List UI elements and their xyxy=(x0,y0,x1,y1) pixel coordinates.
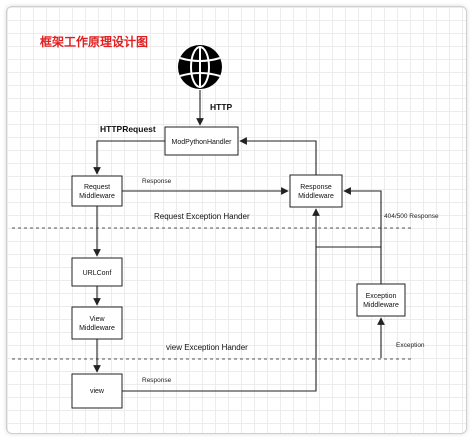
view-mw-line1: View xyxy=(89,316,105,323)
grid-background xyxy=(6,6,467,434)
exception-middleware-node: Exception Middleware xyxy=(356,283,406,317)
request-mw-line2: Middleware xyxy=(79,193,115,200)
exception-mw-line1: Exception xyxy=(366,293,397,300)
view-middleware-node: View Middleware xyxy=(71,306,123,340)
exception-to-response-arrow xyxy=(343,187,382,247)
mod-python-handler-node: ModPythonHandler xyxy=(164,126,239,156)
view-to-response-arrow xyxy=(122,208,320,392)
response-label-bottom: Response xyxy=(142,377,172,384)
exception-mw-line2: Middleware xyxy=(363,302,399,309)
http-label: HTTP xyxy=(210,102,233,112)
status-label: 404/500 Response xyxy=(384,213,439,220)
httprequest-label: HTTPRequest xyxy=(100,124,156,134)
exception-to-response-line xyxy=(316,246,382,284)
response-label-top: Response xyxy=(142,178,172,185)
view-label: view xyxy=(90,388,105,395)
view-mw-line2: Middleware xyxy=(79,325,115,332)
response-mw-line1: Response xyxy=(300,184,332,191)
response-middleware-node: Response Middleware xyxy=(289,174,343,208)
handler-to-request-arrow xyxy=(93,140,165,175)
globe-icon xyxy=(178,45,222,89)
urlconf-node: URLConf xyxy=(71,257,123,287)
request-exception-label: Request Exception Hander xyxy=(154,212,250,221)
exception-label: Exception xyxy=(396,342,425,349)
diagram-title: 框架工作原理设计图 xyxy=(40,34,148,49)
handler-label: ModPythonHandler xyxy=(172,139,233,146)
request-middleware-node: Request Middleware xyxy=(71,175,123,207)
response-mw-line2: Middleware xyxy=(298,193,334,200)
view-exception-label: view Exception Hander xyxy=(166,343,248,352)
response-to-handler-arrow xyxy=(239,137,317,175)
view-node: view xyxy=(71,373,123,409)
urlconf-label: URLConf xyxy=(83,270,112,277)
request-mw-line1: Request xyxy=(84,184,110,191)
